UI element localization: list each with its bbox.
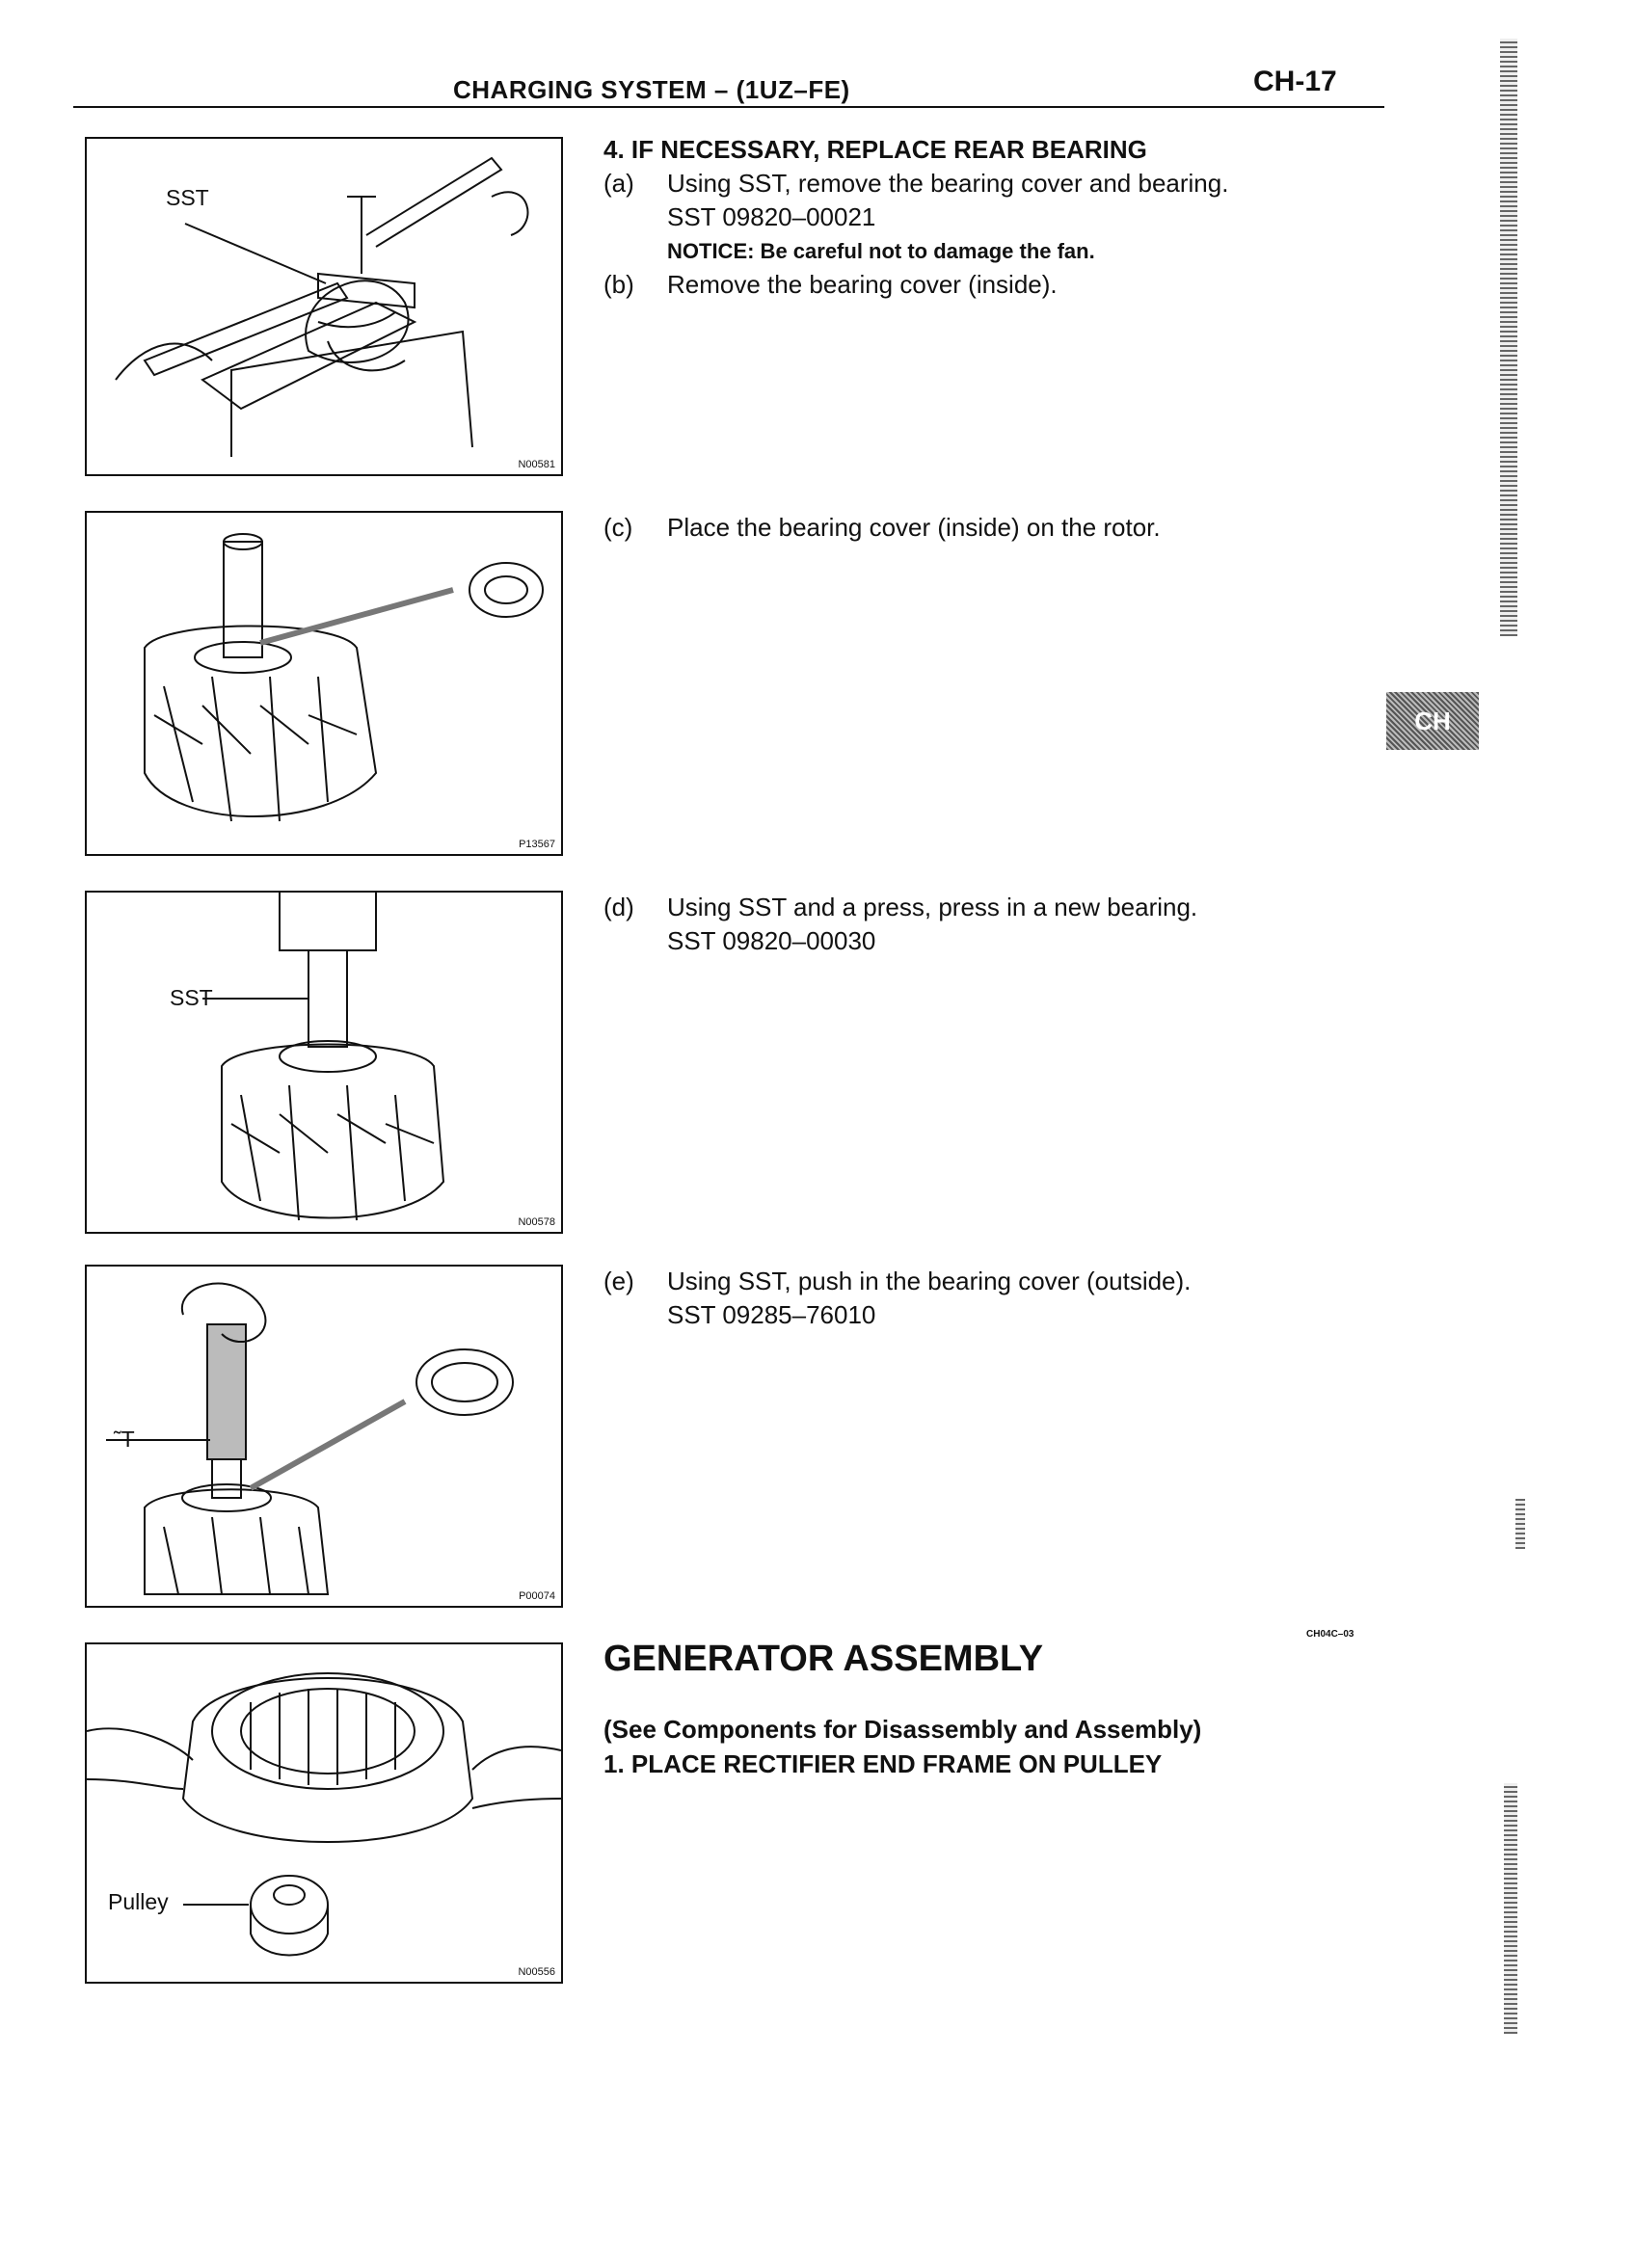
figure-label-sst: SST	[170, 985, 213, 1010]
page-header-title: CHARGING SYSTEM – (1UZ–FE)	[453, 75, 850, 104]
step-4-heading: 4. IF NECESSARY, REPLACE REAR BEARING	[603, 135, 1147, 164]
page-edge-marker	[1500, 39, 1517, 636]
step-e: (e) Using SST, push in the bearing cover…	[603, 1265, 1375, 1332]
figure-remove-bearing: SST N00581	[85, 137, 563, 476]
header-rule	[73, 106, 1384, 108]
step-c-label: (c)	[603, 513, 633, 542]
step-e-sst: SST 09285–76010	[667, 1300, 876, 1329]
step-a-notice: NOTICE: Be careful not to damage the fan…	[667, 239, 1095, 263]
step-4-block: 4. IF NECESSARY, REPLACE REAR BEARING (a…	[603, 133, 1375, 302]
step-b-label: (b)	[603, 270, 634, 299]
step-a: (a) Using SST, remove the bearing cover …	[603, 167, 1375, 200]
step-b-text: Remove the bearing cover (inside).	[667, 270, 1058, 299]
figure-code: P13567	[519, 839, 555, 850]
figure-place-bearing-cover: P13567	[85, 511, 563, 856]
figure-code: N00556	[518, 1966, 555, 1978]
section-title: GENERATOR ASSEMBLY	[603, 1639, 1044, 1679]
step-a-text: Using SST, remove the bearing cover and …	[667, 169, 1229, 198]
section-step-1: 1. PLACE RECTIFIER END FRAME ON PULLEY	[603, 1749, 1163, 1778]
figure-press-bearing: SST N00578	[85, 891, 563, 1234]
step-a-label: (a)	[603, 169, 634, 198]
step-d-sst: SST 09820–00030	[667, 926, 876, 955]
figure-code: N00578	[518, 1216, 555, 1228]
step-d: (d) Using SST and a press, press in a ne…	[603, 891, 1375, 958]
figure-label-sst: ˜T	[114, 1427, 135, 1452]
section-tab-label: CH	[1414, 707, 1451, 735]
section-code: CH04C–03	[1306, 1629, 1354, 1640]
step-d-label: (d)	[603, 893, 634, 921]
figure-rectifier-on-pulley: Pulley N00556	[85, 1642, 563, 1984]
step-d-text: Using SST and a press, press in a new be…	[667, 893, 1198, 921]
step-c: (c) Place the bearing cover (inside) on …	[603, 511, 1375, 545]
page-number: CH-17	[1253, 66, 1337, 97]
page-edge-marker	[1504, 1783, 1517, 2034]
step-b: (b) Remove the bearing cover (inside).	[603, 268, 1375, 302]
step-e-text: Using SST, push in the bearing cover (ou…	[667, 1267, 1192, 1295]
figure-label-pulley: Pulley	[108, 1889, 169, 1914]
section-reference: (See Components for Disassembly and Asse…	[603, 1715, 1202, 1744]
step-a-sst: SST 09820–00021	[667, 202, 876, 231]
figure-code: N00581	[518, 459, 555, 470]
section-note: (See Components for Disassembly and Asse…	[603, 1712, 1201, 1781]
figure-code: P00074	[519, 1590, 555, 1602]
step-e-label: (e)	[603, 1267, 634, 1295]
page-edge-marker	[1515, 1499, 1525, 1549]
step-c-text: Place the bearing cover (inside) on the …	[667, 513, 1161, 542]
section-tab[interactable]: CH	[1386, 692, 1479, 750]
figure-label-sst: SST	[166, 185, 209, 210]
figure-push-bearing-cover: ˜T P00074	[85, 1265, 563, 1608]
